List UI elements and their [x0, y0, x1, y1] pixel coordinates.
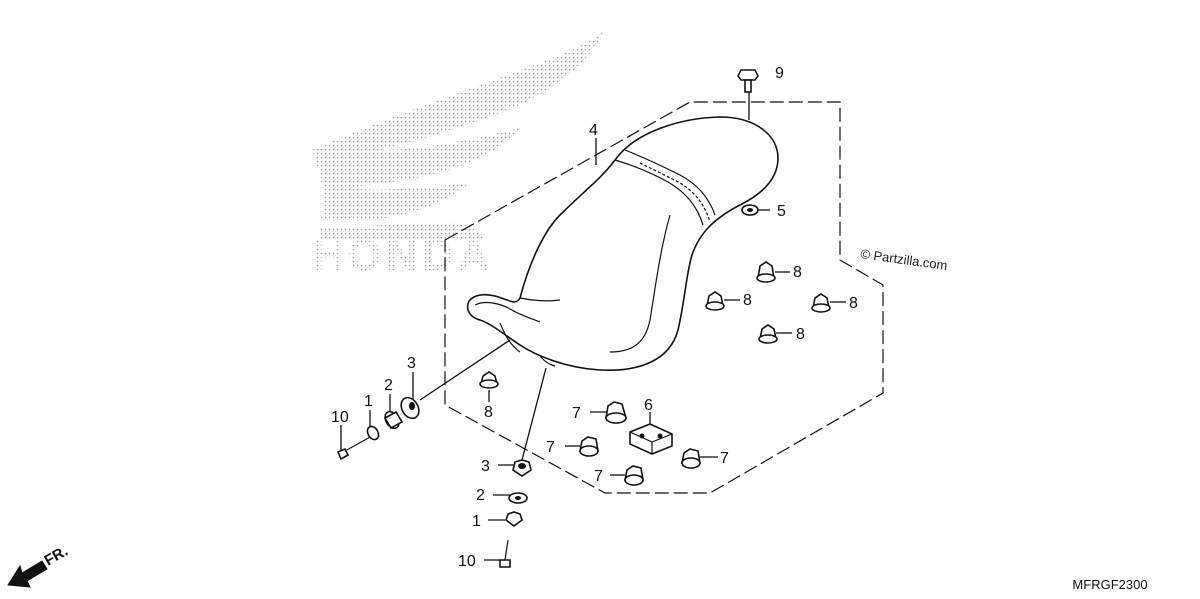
cushion-7d — [681, 448, 701, 469]
callout-rubber-cushion-a: 8 — [793, 264, 802, 281]
rubber-cushion-8b — [705, 291, 725, 311]
rubber-cushion-8e — [479, 371, 499, 389]
seat — [466, 116, 779, 371]
cushion-7a — [605, 401, 628, 424]
washer-2-bottom — [508, 492, 528, 504]
honda-wing-logo: HONDA — [312, 30, 605, 280]
cushion-7c — [624, 465, 644, 486]
grommet-3-bottom — [512, 459, 532, 477]
rubber-cushion-8a — [756, 261, 776, 283]
callout-cushion-7a: 7 — [572, 405, 581, 422]
callout-grommet-left: 3 — [407, 355, 416, 372]
callout-labels: 4 9 5 8 8 8 8 8 3 2 1 10 3 2 1 10 6 7 7 … — [331, 65, 858, 570]
callout-washer-bottom: 2 — [476, 487, 485, 504]
callout-seat: 4 — [589, 122, 598, 139]
bolt-10-bottom — [499, 539, 511, 568]
callout-rubber-cushion-b: 8 — [743, 292, 752, 309]
collar-5 — [741, 204, 759, 216]
diagram-code: MFRGF2300 — [1072, 577, 1147, 592]
callout-grommet-bottom: 3 — [481, 458, 490, 475]
partzilla-watermark: © Partzilla.com — [860, 246, 949, 273]
cushion-7b — [579, 436, 599, 457]
callout-cushion-7d: 7 — [720, 450, 729, 467]
callout-collar-left: 1 — [364, 393, 373, 410]
callout-collar-bottom: 1 — [472, 513, 481, 530]
honda-logo-text: HONDA — [312, 231, 493, 280]
grommet-3-left — [400, 396, 420, 420]
front-direction-indicator: FR. — [7, 543, 71, 588]
washer-2-left — [383, 410, 404, 430]
bolt-10-left — [336, 435, 373, 461]
callout-rubber-cushion-e: 8 — [484, 404, 493, 421]
collar-1-left — [366, 425, 380, 441]
callout-bolt-bottom: 10 — [458, 553, 476, 570]
callout-washer-left: 2 — [384, 377, 393, 394]
rubber-cushion-8d — [758, 324, 778, 344]
front-direction-label: FR. — [42, 543, 71, 570]
collar-1-bottom — [505, 511, 523, 527]
callout-rubber-cushion-c: 8 — [849, 295, 858, 312]
callout-cushion-7c: 7 — [594, 468, 603, 485]
callout-cushion-7b: 7 — [546, 439, 555, 456]
callout-collar: 5 — [777, 203, 786, 220]
bracket-6 — [629, 423, 673, 455]
callout-bracket: 6 — [644, 397, 653, 414]
leader-lines — [340, 90, 846, 561]
callout-bolt-left: 10 — [331, 409, 349, 426]
front-arrow-icon — [7, 560, 48, 588]
callout-bolt-top: 9 — [775, 65, 784, 82]
callout-rubber-cushion-d: 8 — [796, 326, 805, 343]
bolt-9 — [737, 69, 759, 93]
rubber-cushion-8c — [811, 293, 831, 313]
